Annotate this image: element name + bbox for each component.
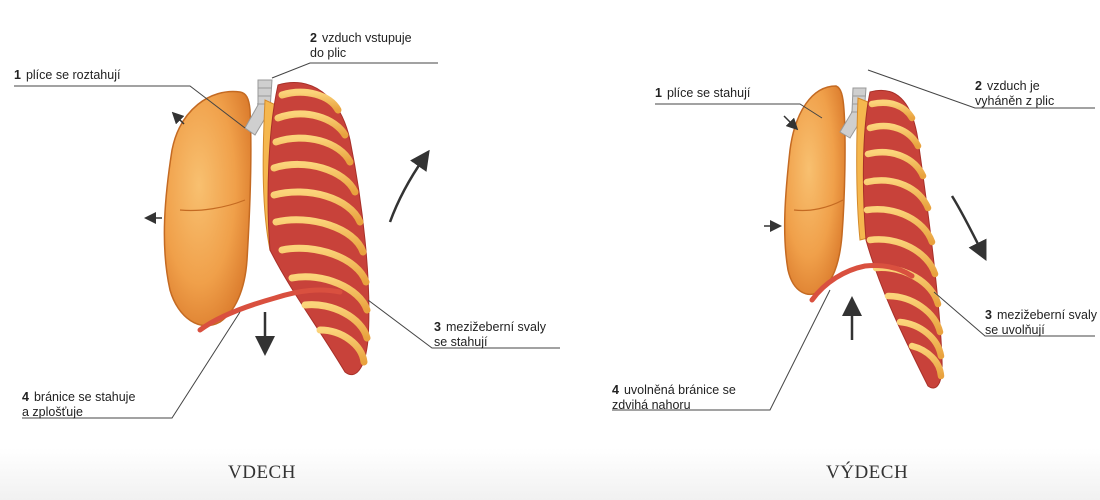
inhale-label-4-text: bránice se stahuje a zplošťuje <box>22 390 135 419</box>
exhale-label-2-text: vzduch je vyháněn z plic <box>975 79 1054 108</box>
exhale-label-1-number: 1 <box>655 86 662 100</box>
exhale-label-1: 1 plíce se stahují <box>655 86 750 101</box>
exhale-label-2-number: 2 <box>975 79 982 93</box>
inhale-illustration <box>14 63 560 418</box>
exhale-label-1-text: plíce se stahují <box>667 86 750 100</box>
exhale-label-4-number: 4 <box>612 383 619 397</box>
inhale-label-2-text: vzduch vstupuje do plic <box>310 31 412 60</box>
inhale-label-1-number: 1 <box>14 68 21 82</box>
inhale-label-4-number: 4 <box>22 390 29 404</box>
exhale-label-4-text: uvolněná bránice se zdvihá nahoru <box>612 383 736 412</box>
exhale-label-3-number: 3 <box>985 308 992 322</box>
inhale-label-2-number: 2 <box>310 31 317 45</box>
exhale-lung-arrow-top <box>784 116 794 126</box>
inhale-lung <box>164 92 250 326</box>
inhale-lung-arrow-top <box>176 116 184 124</box>
exhale-illustration <box>612 70 1095 410</box>
exhale-title: VÝDECH <box>826 462 908 484</box>
inhale-label-3-text: mezižeberní svaly se stahují <box>434 320 546 349</box>
inhale-label-3-number: 3 <box>434 320 441 334</box>
inhale-ribs-up-arrow <box>390 158 424 222</box>
exhale-label-3-text: mezižeberní svaly se uvolňují <box>985 308 1097 337</box>
inhale-title: VDECH <box>228 462 296 484</box>
exhale-lung <box>785 86 845 294</box>
inhale-label-1: 1 plíce se roztahují <box>14 68 120 83</box>
inhale-label-1-text: plíce se roztahují <box>26 68 121 82</box>
exhale-ribs-down-arrow <box>952 196 982 252</box>
